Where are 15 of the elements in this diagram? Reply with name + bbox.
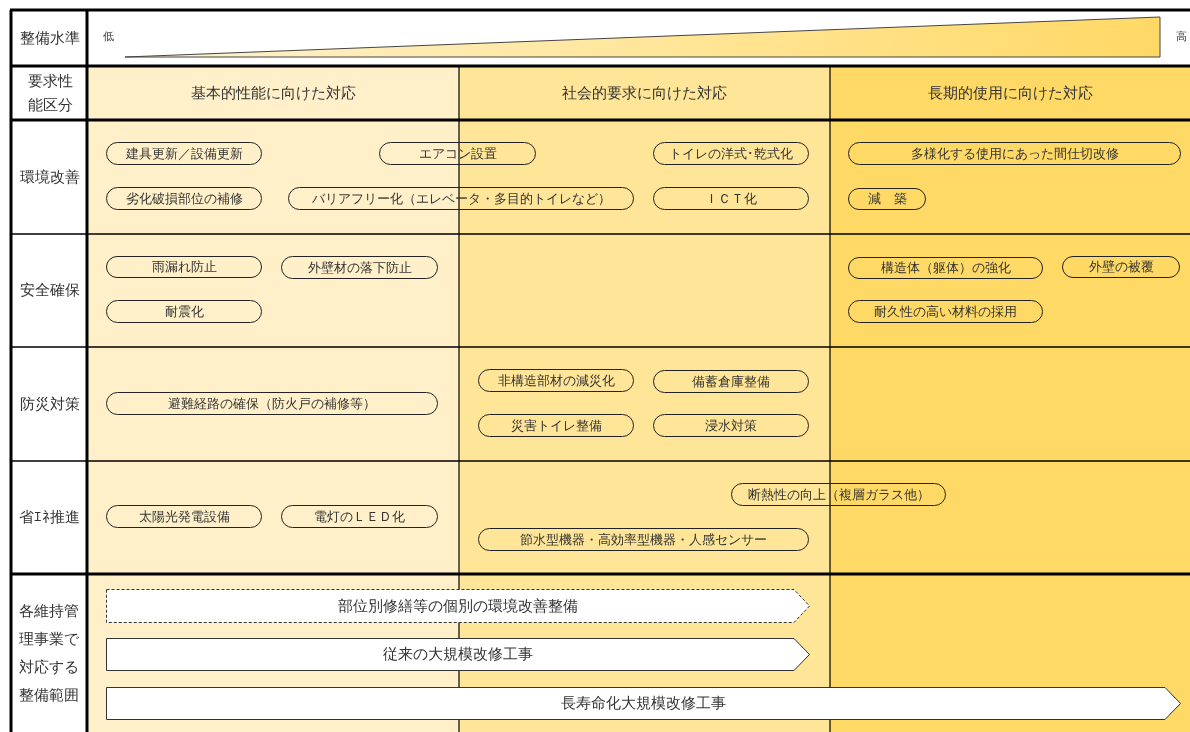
scale-label: 高 — [1174, 28, 1188, 45]
column-header: 社会的要求に向けた対応 — [561, 82, 728, 104]
scale-label: 低 — [101, 28, 115, 45]
row-header: 安全確保 — [18, 280, 81, 301]
column-header: 基本的性能に向けた対応 — [189, 82, 357, 104]
arrow-banner: 長寿命化大規模改修工事 — [106, 687, 1181, 720]
row-header: 各維持管理事業で対応する整備範囲 — [18, 601, 80, 706]
column-header: 長期的使用に向けた対応 — [926, 82, 1094, 104]
row-header: 省ｴﾈ推進 — [18, 507, 81, 528]
row-header: 環境改善 — [18, 166, 81, 188]
arrow-banner: 部位別修繕等の個別の環境改善整備 — [106, 589, 810, 623]
row-header: 要求性能区分 — [26, 71, 74, 116]
row-header: 防災対策 — [18, 393, 81, 415]
row-header: 整備水準 — [18, 27, 81, 49]
arrow-banner: 従来の大規模改修工事 — [106, 638, 810, 671]
